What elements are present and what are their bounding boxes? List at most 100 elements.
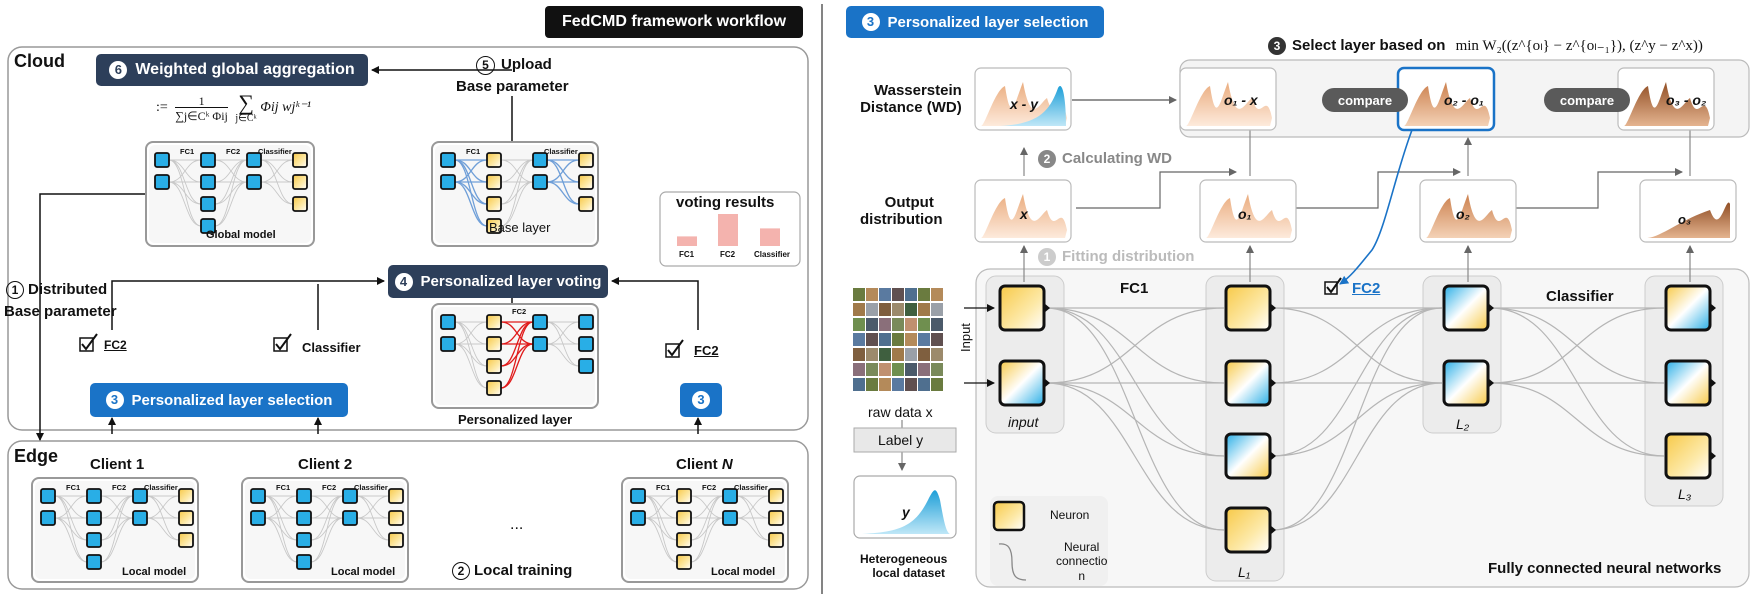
raw-image-thumb	[905, 303, 917, 316]
mini-neuron	[40, 488, 56, 504]
raw-image-thumb	[853, 318, 865, 331]
wd-card-o2o1-curve	[1404, 82, 1490, 126]
mini-neuron	[250, 488, 266, 504]
neuron	[1224, 432, 1272, 480]
mini-neuron	[178, 532, 194, 548]
input-caption: input	[1008, 414, 1039, 430]
mini-layer-label: FC2	[226, 147, 240, 156]
neuron-pointer	[1270, 451, 1276, 461]
neuron	[1664, 432, 1712, 480]
wd-card-label-2: o₂ - o₁	[1444, 92, 1484, 108]
l2-caption: L₂	[1456, 416, 1470, 432]
neuron	[1224, 506, 1272, 554]
mini-layer-label: Classifier	[544, 147, 578, 156]
output-label-2: distribution	[860, 211, 943, 228]
neuron-pointer	[1710, 451, 1716, 461]
mini-neuron	[722, 510, 738, 526]
legend-neuron-label: Neuron	[1050, 508, 1090, 522]
mini-neuron	[486, 380, 502, 396]
raw-image-thumb	[892, 348, 904, 361]
mini-connection	[546, 181, 580, 205]
raw-data-label: raw data x	[868, 404, 933, 420]
neural-connection	[1271, 307, 1443, 384]
mini-layer-label: FC2	[112, 483, 126, 492]
mini-connection	[500, 343, 534, 389]
raw-image-thumb	[879, 333, 891, 346]
mini-layer-label: Classifier	[354, 483, 388, 492]
client-model-1-inner	[35, 481, 195, 579]
mini-connection	[356, 495, 390, 519]
formula-term: Φij wjᵏ⁻¹	[260, 100, 311, 115]
mini-neuron	[532, 174, 548, 190]
mini-neuron	[578, 314, 594, 330]
neuron	[1664, 284, 1712, 332]
mini-neuron	[86, 554, 102, 570]
raw-image-thumb	[853, 333, 865, 346]
formula-numerator: 1	[175, 95, 228, 108]
mini-connection	[644, 495, 678, 519]
mini-connection	[690, 517, 724, 563]
neuron	[998, 284, 1046, 332]
mini-neuron	[578, 174, 594, 190]
aggregation-formula: := 1 ∑j∈Cᵏ Φij ∑ j∈Cᵏ Φij wjᵏ⁻¹	[156, 92, 311, 124]
mini-neuron	[532, 314, 548, 330]
label-y-text: Label y	[878, 432, 924, 448]
legend-conn-3: n	[1078, 568, 1086, 583]
raw-image-thumb	[866, 288, 878, 301]
mini-neuron	[132, 488, 148, 504]
base-layer-model-inner	[435, 145, 595, 243]
raw-image-thumb	[931, 378, 943, 391]
voting-title: voting results	[676, 194, 775, 211]
mini-neuron	[676, 532, 692, 548]
mini-neuron	[388, 532, 404, 548]
y-card-label: y	[902, 504, 910, 520]
mini-neuron	[250, 510, 266, 526]
raw-image-thumb	[879, 288, 891, 301]
raw-image-thumb	[918, 303, 930, 316]
neuron	[1664, 359, 1712, 407]
mini-connection	[100, 517, 134, 563]
mini-layer-label: FC1	[180, 147, 194, 156]
mini-neuron	[440, 152, 456, 168]
mini-connection	[168, 181, 202, 227]
wd-label-2: Distance (WD)	[860, 99, 962, 116]
legend-conn-1: Neural	[1064, 540, 1100, 554]
mini-neuron	[86, 510, 102, 526]
raw-image-thumb	[931, 288, 943, 301]
step4-number: 4	[394, 272, 413, 291]
calc-wd-label: Calculating WD	[1062, 150, 1173, 167]
fitting-label: Fitting distribution	[1062, 248, 1195, 265]
step6-number: 6	[109, 61, 128, 79]
vote-label-fc1: FC1	[679, 250, 695, 259]
select-layer-number: 3	[1268, 37, 1286, 55]
raw-image-thumb	[918, 378, 930, 391]
mini-connection	[260, 181, 294, 205]
mini-connection	[546, 343, 580, 367]
mini-layer-label: Classifier	[144, 483, 178, 492]
mini-neuron	[154, 174, 170, 190]
step1-number: 1	[6, 281, 24, 299]
formula-prefix: :=	[156, 100, 168, 116]
mini-neuron	[292, 152, 308, 168]
client-model-2-inner	[245, 481, 405, 579]
mini-neuron	[86, 532, 102, 548]
mini-neuron	[486, 196, 502, 212]
legend-connection-icon	[998, 543, 1027, 581]
out-card-o1-curve	[1206, 194, 1292, 238]
mini-connection	[500, 159, 534, 227]
mini-connection	[454, 321, 488, 345]
raw-image-thumb	[892, 303, 904, 316]
raw-image-thumb	[918, 363, 930, 376]
mini-connection	[264, 495, 298, 519]
fc1-label: FC1	[1120, 280, 1149, 297]
mini-connection	[644, 517, 678, 563]
neuron	[1224, 284, 1272, 332]
raw-image-thumb	[905, 348, 917, 361]
neural-connection	[1489, 382, 1665, 457]
mini-neuron	[768, 488, 784, 504]
vote-label-classifier: Classifier	[754, 250, 791, 259]
